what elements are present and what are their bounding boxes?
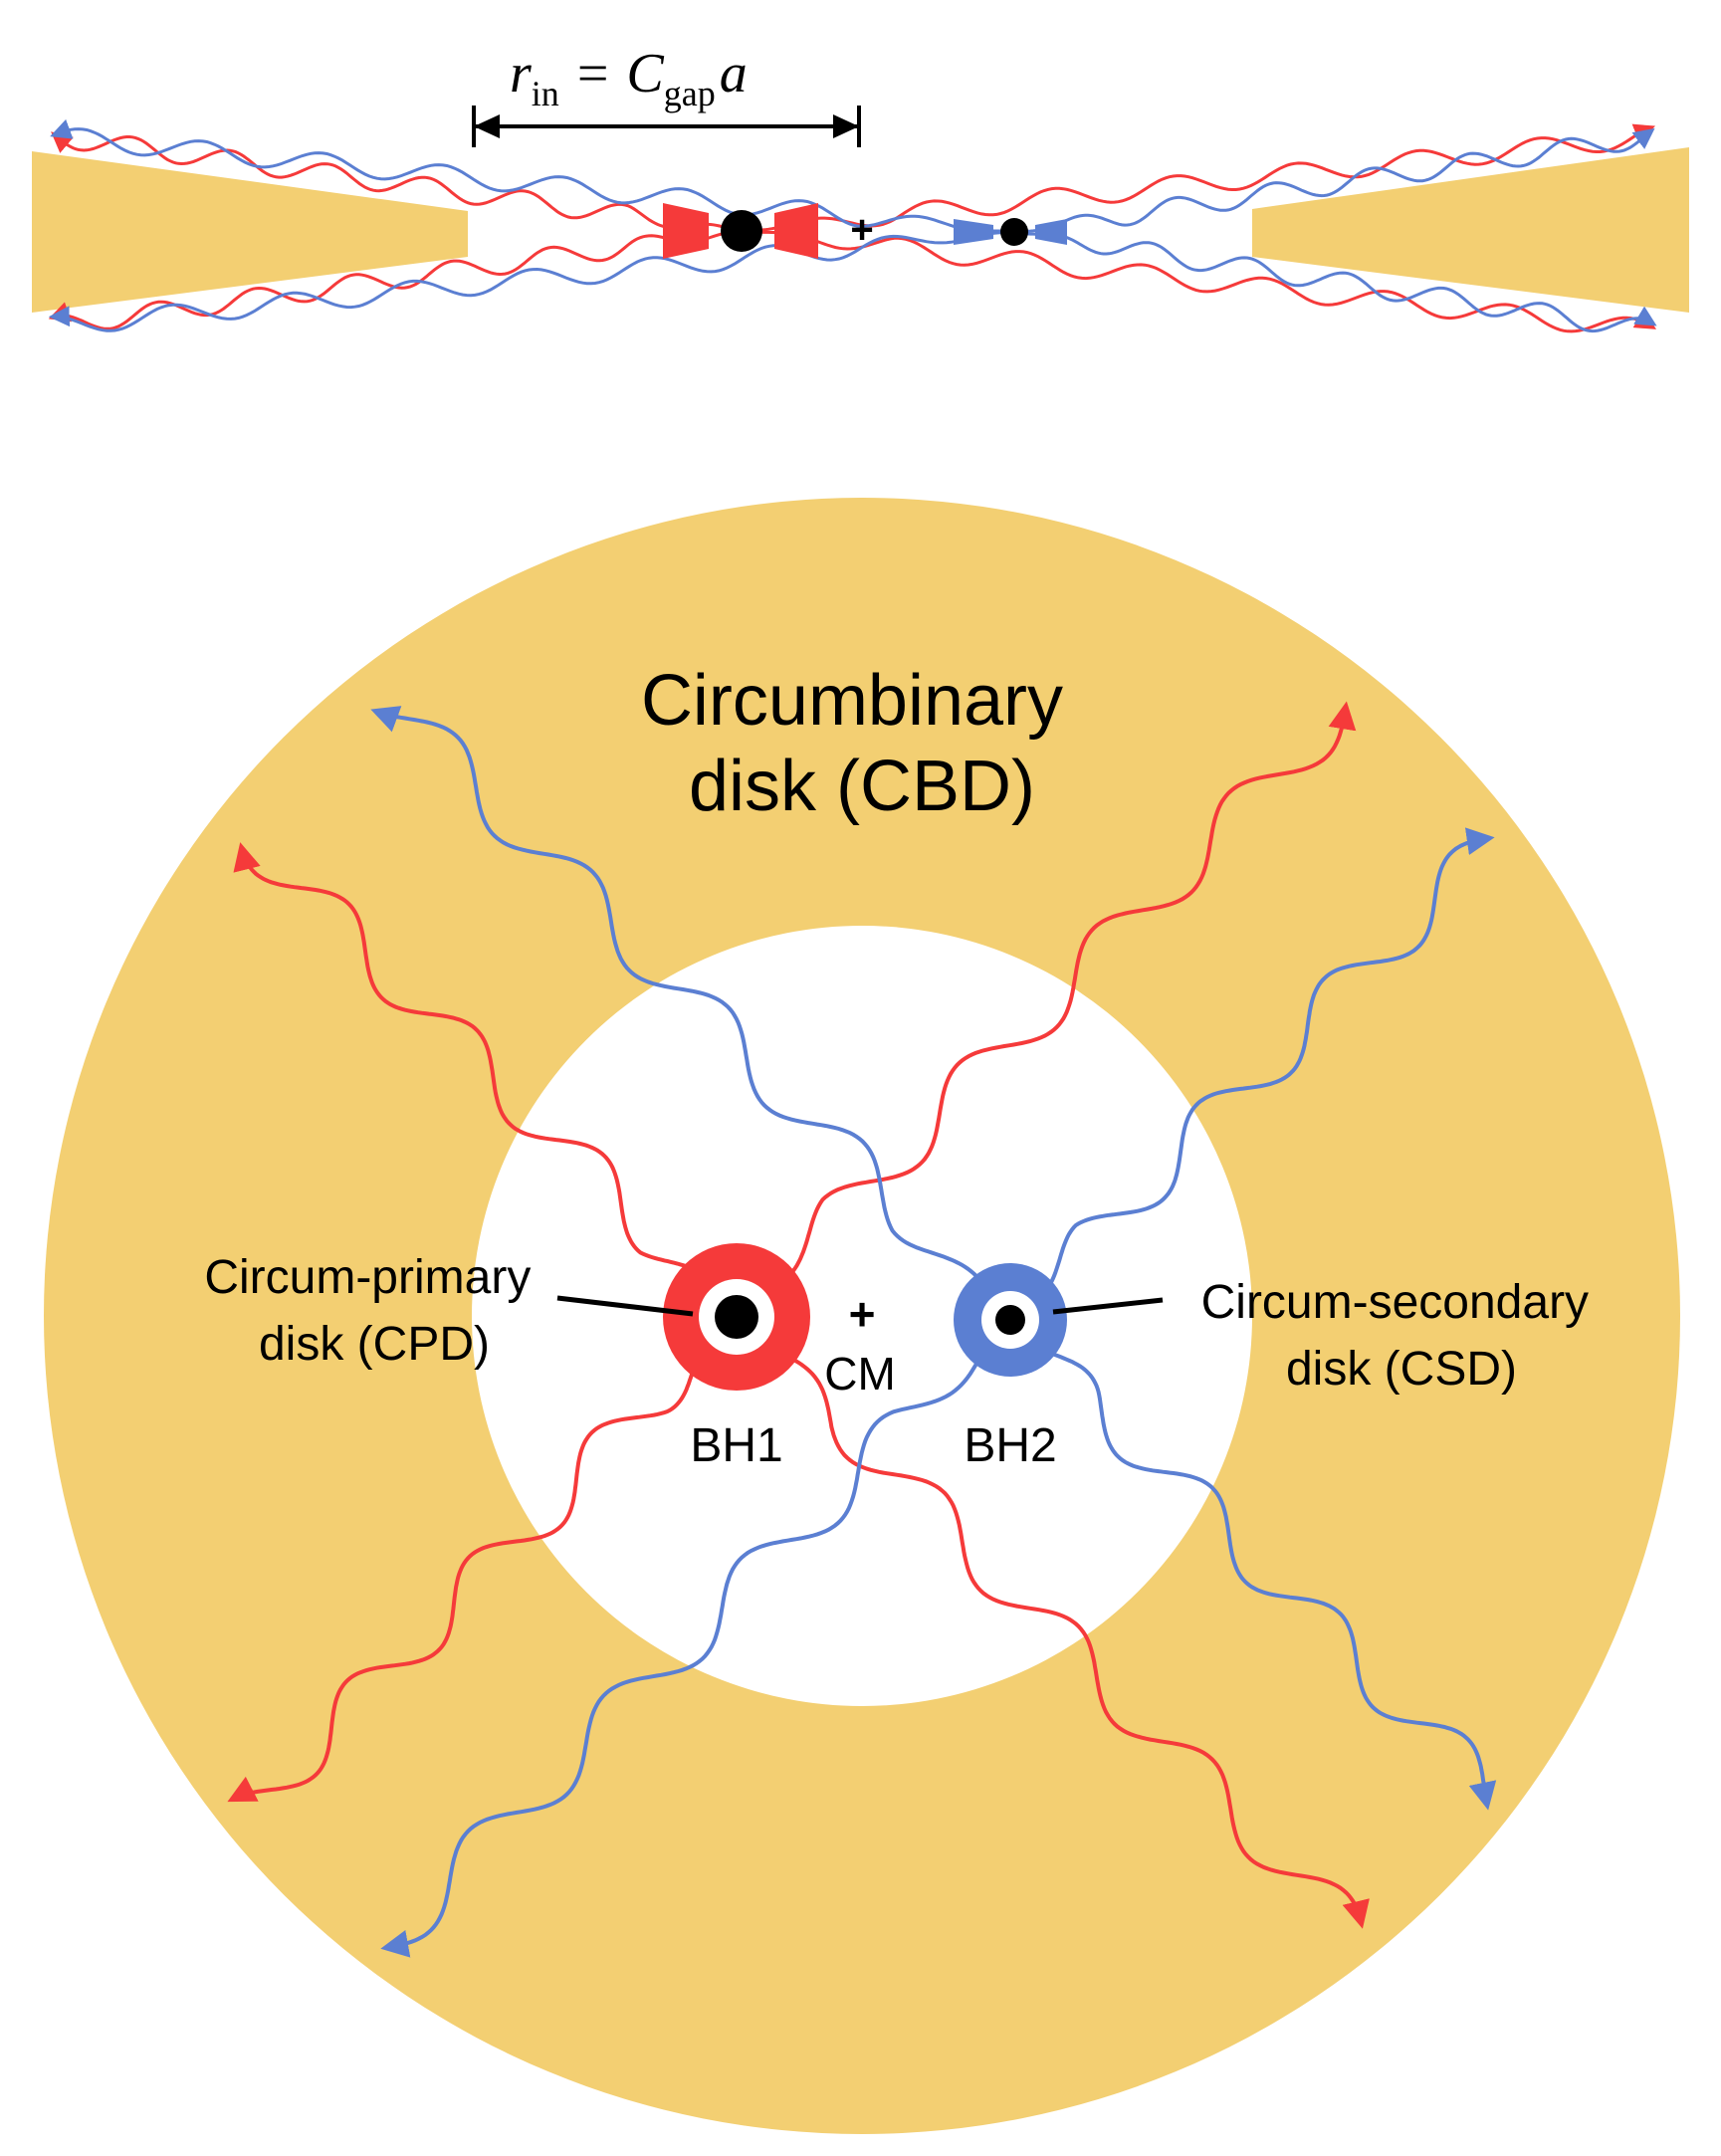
cpd-right-wedge	[774, 203, 818, 259]
main-jet-waves	[227, 701, 1497, 1958]
csd-jet-lower-right	[1008, 1318, 1497, 1811]
cbd-label: Circumbinary disk (CBD)	[641, 661, 1083, 826]
cpd-jet-upper-right	[735, 701, 1357, 1319]
com-label: CM	[824, 1348, 896, 1400]
cpd-label: Circum-primary disk (CPD)	[204, 1251, 543, 1371]
face-on-view: Circumbinary disk (CBD) Circum-primary d…	[44, 498, 1680, 2134]
csd-right-wedge	[1035, 219, 1067, 245]
cpd-jet-lower-left	[227, 1315, 739, 1803]
bh1	[715, 1295, 758, 1339]
central-cavity	[472, 926, 1252, 1706]
bh1-label: BH1	[690, 1419, 782, 1472]
gap-formula-label: rin=Cgapa	[510, 43, 748, 113]
cpd-jet-upper-left	[233, 842, 739, 1319]
gap-dimension-bar	[472, 106, 861, 147]
top-red-jet-lower-left	[48, 229, 744, 330]
top-blue-jet-upper-left	[50, 118, 1016, 234]
csd-jet-lower-left	[380, 1318, 1012, 1958]
csd-leader-line	[1052, 1297, 1164, 1315]
top-blue-jet-upper-right	[1012, 127, 1655, 234]
cpd-jet-lower-right	[735, 1315, 1370, 1929]
cpd-leader-line	[556, 1295, 694, 1317]
top-red-jet-upper-left	[51, 131, 744, 233]
cpd-left-wedge	[663, 203, 709, 259]
top-blue-jet-lower-left	[48, 230, 1016, 332]
com-marker: +	[849, 1288, 876, 1340]
top-blue-jet-lower-right	[1012, 230, 1657, 333]
csd-left-wedge	[954, 219, 993, 245]
bh2-label: BH2	[964, 1419, 1056, 1472]
cbd-right-wedge	[1252, 147, 1689, 313]
edge-on-view: + rin=Cgapa	[32, 43, 1689, 333]
top-jet-waves	[48, 118, 1657, 333]
bh1-edge-on	[721, 210, 762, 252]
bh2	[995, 1305, 1025, 1335]
csd-label: Circum-secondary disk (CSD)	[1201, 1276, 1603, 1396]
cbd-left-wedge	[32, 151, 468, 313]
csd-jet-upper-right	[1008, 827, 1495, 1322]
bh2-edge-on	[1000, 218, 1028, 246]
top-red-jet-lower-right	[740, 229, 1657, 333]
csd-jet-upper-left	[370, 706, 1012, 1322]
top-com-marker: +	[850, 208, 873, 252]
